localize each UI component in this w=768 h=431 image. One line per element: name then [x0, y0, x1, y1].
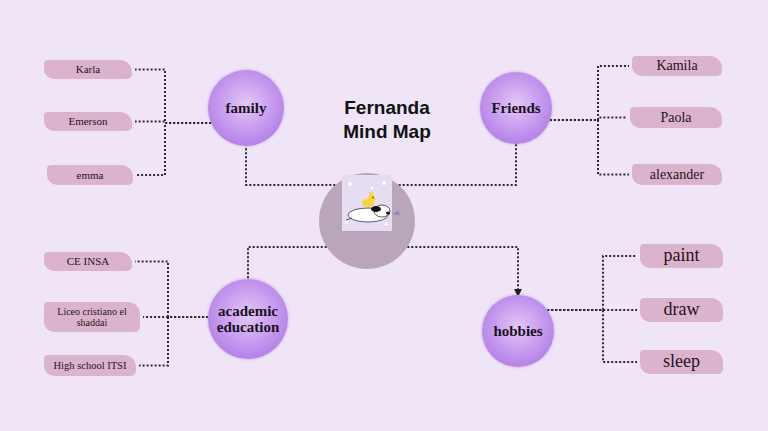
leaf-text: sleep — [663, 352, 700, 372]
leaf-label: Liceo cristiano el shaddai — [44, 302, 140, 332]
map-title: Fernanda Mind Map — [331, 96, 443, 144]
branch-circle: Friends — [480, 72, 552, 144]
dotted-connector — [246, 146, 335, 185]
branch-text: academic education — [208, 303, 288, 336]
leaf-label: High school ITSI — [44, 355, 136, 376]
leaf-text: paint — [664, 246, 700, 266]
woodstock — [362, 190, 376, 207]
leaf-text: alexander — [650, 167, 704, 182]
dotted-connector — [248, 247, 327, 279]
dotted-connector — [550, 66, 629, 120]
picture-frame — [342, 175, 392, 231]
center-circle: Fernanda Mind Map — [319, 173, 415, 269]
center-circle — [319, 173, 415, 269]
leaf-text: Liceo cristiano el shaddai — [50, 306, 134, 328]
dotted-connector — [136, 123, 211, 175]
leaf-text: emma — [77, 169, 104, 181]
dotted-connector — [135, 122, 211, 124]
leaf-label: CE INSA — [44, 252, 132, 271]
dotted-connector — [135, 262, 208, 318]
leaf-label: Kamila — [632, 56, 722, 76]
dotted-connector — [407, 247, 518, 295]
leaf-label: emma — [47, 165, 133, 185]
flowers — [345, 181, 387, 226]
branch-text: Friends — [487, 100, 544, 117]
snoopy — [346, 205, 400, 222]
leaf-label: sleep — [640, 350, 723, 374]
leaf-text: Paola — [660, 110, 691, 125]
branch-text: family — [222, 100, 271, 117]
leaf-label: draw — [640, 298, 723, 322]
branch-circle: hobbies — [482, 295, 554, 367]
leaf-label: Paola — [630, 107, 722, 128]
branch-circle: academic education — [208, 279, 288, 359]
leaf-text: High school ITSI — [54, 360, 127, 372]
leaf-text: CE INSA — [67, 255, 109, 267]
dotted-connector — [135, 70, 211, 124]
dotted-connector — [139, 317, 208, 366]
leaf-text: Kamila — [656, 58, 697, 73]
leaf-label: Emerson — [44, 112, 132, 131]
leaf-text: Karla — [76, 63, 100, 75]
leaf-label: paint — [640, 244, 723, 268]
leaf-label: Karla — [44, 60, 132, 79]
dotted-connector — [547, 310, 637, 362]
leaf-label: alexander — [632, 164, 722, 185]
branch-circle: family — [208, 70, 284, 146]
branch-text: hobbies — [489, 323, 546, 340]
leaf-text: draw — [664, 300, 700, 320]
dotted-connector — [547, 256, 637, 310]
dotted-connector — [550, 118, 627, 121]
leaf-text: Emerson — [68, 115, 107, 127]
dotted-connector — [550, 120, 629, 175]
dotted-connector — [399, 144, 516, 185]
